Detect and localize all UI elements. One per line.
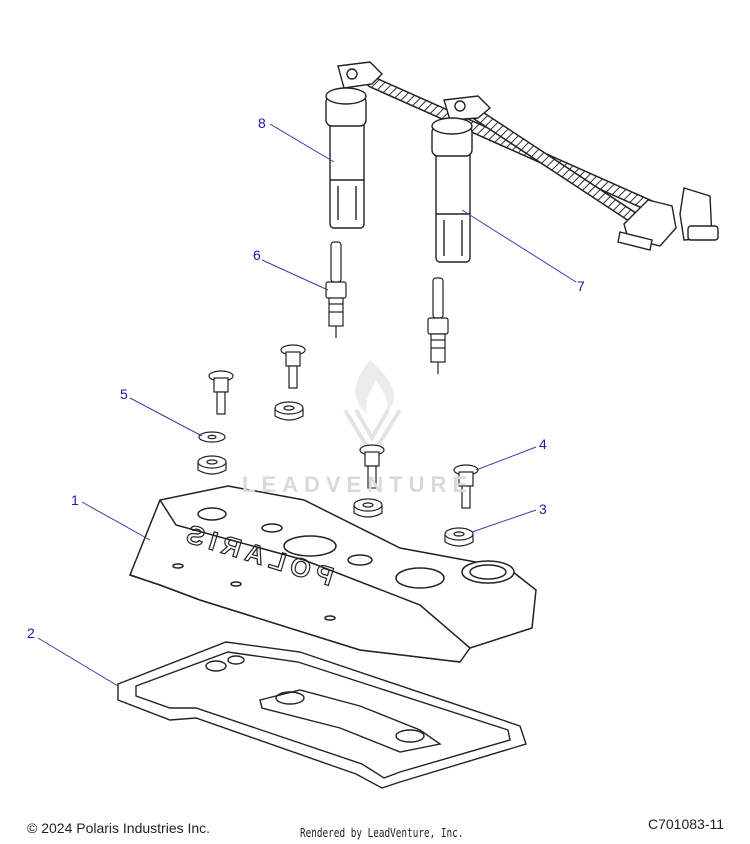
rendered-by-credit: Rendered by LeadVenture, Inc. xyxy=(300,826,464,840)
callout-5[interactable]: 5 xyxy=(120,386,128,402)
leader-4 xyxy=(475,446,537,471)
callout-3[interactable]: 3 xyxy=(539,501,547,517)
ignition-wire-harness xyxy=(337,61,719,251)
leader-5 xyxy=(129,397,203,437)
grommet-4 xyxy=(444,527,474,547)
leader-2 xyxy=(37,637,119,687)
washer xyxy=(198,431,226,443)
grommet-1 xyxy=(197,455,227,475)
grommet-2 xyxy=(274,401,304,421)
leader-lines xyxy=(37,123,577,687)
watermark-logo xyxy=(343,360,402,459)
leader-6 xyxy=(261,259,329,291)
callout-1[interactable]: 1 xyxy=(71,492,79,508)
ignition-coil-left xyxy=(325,87,367,229)
callout-6[interactable]: 6 xyxy=(253,247,261,263)
callout-4[interactable]: 4 xyxy=(539,436,547,452)
spark-plug-right xyxy=(427,277,449,374)
copyright-notice: © 2024 Polaris Industries Inc. xyxy=(27,820,211,836)
valve-cover: POLARIS xyxy=(129,485,537,663)
callout-2[interactable]: 2 xyxy=(27,625,35,641)
ignition-coil-right xyxy=(431,117,473,263)
bolt-2 xyxy=(280,344,306,389)
leader-7 xyxy=(461,209,577,283)
bolt-1 xyxy=(208,370,234,415)
leader-8 xyxy=(269,123,335,163)
drawing-number: C701083-11 xyxy=(648,816,725,832)
watermark-text: LEADVENTURE xyxy=(242,472,474,497)
bolt-3 xyxy=(359,444,385,489)
callout-7[interactable]: 7 xyxy=(577,278,585,294)
bolt-4 xyxy=(453,464,479,509)
valve-cover-gasket xyxy=(117,641,527,789)
spark-plug-left xyxy=(325,241,347,338)
grommet-3 xyxy=(353,498,383,518)
leader-1 xyxy=(81,501,151,541)
leader-3 xyxy=(471,509,537,533)
callout-8[interactable]: 8 xyxy=(258,115,266,131)
